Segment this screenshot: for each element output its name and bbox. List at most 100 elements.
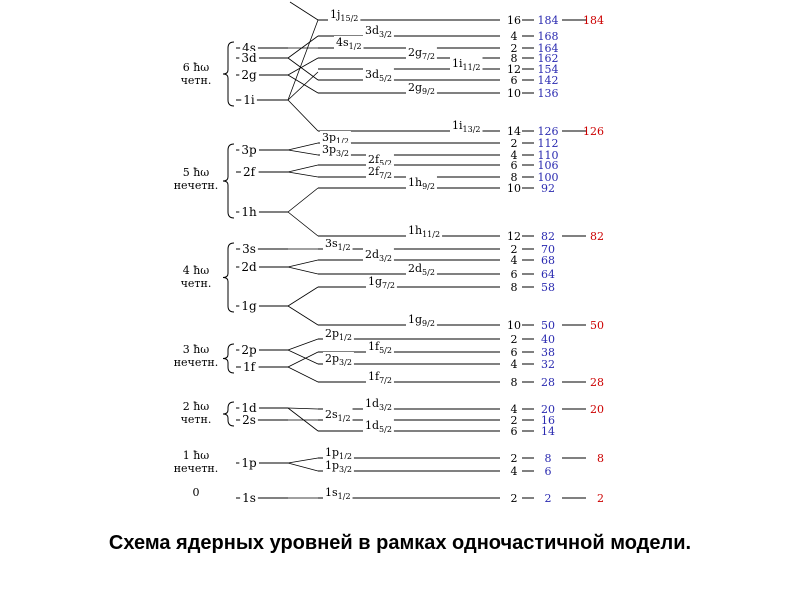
sublevel-label: 2s1/2 [325, 408, 351, 423]
label-backing [239, 205, 259, 219]
shell-group-label: 0 [193, 486, 200, 499]
cumulative-value: 32 [541, 358, 555, 371]
label-backing [323, 352, 354, 367]
degeneracy-value: 8 [511, 171, 518, 184]
degeneracy-value: 12 [507, 63, 521, 76]
sublevel-label: 1s1/2 [325, 486, 351, 501]
splitting-connector [287, 351, 319, 368]
label-backing [323, 327, 354, 342]
degeneracy-value: 6 [511, 268, 518, 281]
degeneracy-value: 10 [507, 319, 521, 332]
shell-parity-label: четн. [181, 277, 212, 290]
oscillator-level-label: 1f [243, 360, 257, 374]
sublevel-label: 1f7/2 [368, 370, 392, 385]
magic-number: 20 [590, 403, 604, 416]
label-backing [320, 143, 351, 158]
magic-number: 2 [597, 492, 604, 505]
cumulative-value: 64 [541, 268, 555, 281]
splitting-connector [287, 187, 319, 213]
degeneracy-value: 16 [507, 14, 521, 27]
label-backing [323, 446, 354, 461]
oscillator-level-label: 3p [241, 143, 257, 157]
magic-number: 126 [583, 125, 604, 138]
magic-number: 28 [590, 376, 604, 389]
oscillator-level-label: 1d [241, 401, 257, 415]
cumulative-value: 28 [541, 376, 555, 389]
degeneracy-value: 2 [511, 137, 518, 150]
label-backing [363, 419, 394, 434]
degeneracy-value: 4 [511, 149, 518, 162]
sublevel-label: 1i13/2 [452, 119, 481, 134]
label-backing [363, 24, 394, 39]
label-backing [323, 459, 354, 474]
splitting-connector [287, 149, 319, 156]
cumulative-value: 162 [538, 52, 559, 65]
sublevel-label: 3s1/2 [325, 237, 351, 252]
shell-group-label: 2 ħω [183, 400, 210, 413]
cumulative-value: 106 [538, 159, 559, 172]
label-backing [240, 360, 259, 374]
group-brace [222, 343, 235, 374]
sublevel-label: 1g7/2 [368, 275, 395, 290]
cumulative-value: 2 [545, 492, 552, 505]
label-backing [323, 237, 353, 252]
degeneracy-value: 6 [511, 74, 518, 87]
shell-parity-label: четн. [181, 74, 212, 87]
cumulative-value: 70 [541, 243, 555, 256]
degeneracy-value: 6 [511, 159, 518, 172]
label-backing [363, 68, 394, 83]
magic-number: 82 [590, 230, 604, 243]
label-backing [240, 242, 258, 256]
oscillator-level-label: 2f [243, 165, 257, 179]
cumulative-value: 126 [538, 125, 559, 138]
label-backing [450, 119, 483, 134]
group-brace [222, 242, 235, 313]
shell-group-label: 6 ħω [183, 61, 210, 74]
splitting-connector [287, 366, 319, 383]
magic-number: 50 [590, 319, 604, 332]
cumulative-value: 6 [545, 465, 552, 478]
degeneracy-value: 10 [507, 87, 521, 100]
oscillator-level-label: 1i [243, 93, 255, 107]
degeneracy-value: 8 [511, 376, 518, 389]
splitting-connector [287, 407, 319, 432]
shell-group-label: 1 ħω [183, 449, 210, 462]
sublevel-label: 1d5/2 [365, 419, 392, 434]
cumulative-value: 8 [545, 452, 552, 465]
label-backing [363, 248, 394, 263]
sublevel-label: 3p1/2 [322, 131, 349, 146]
cumulative-value: 38 [541, 346, 555, 359]
label-backing [328, 8, 361, 23]
splitting-connector [287, 211, 319, 237]
splitting-connector [287, 305, 319, 326]
sublevel-label: 2g9/2 [408, 81, 435, 96]
sublevel-label: 1j15/2 [330, 8, 358, 23]
splitting-connector [287, 19, 319, 101]
degeneracy-value: 2 [511, 414, 518, 427]
degeneracy-value: 2 [511, 243, 518, 256]
cumulative-value: 112 [538, 137, 559, 150]
cumulative-value: 100 [538, 171, 559, 184]
sublevel-label: 2p1/2 [325, 327, 352, 342]
degeneracy-value: 4 [511, 30, 518, 43]
splitting-connector [287, 266, 319, 275]
degeneracy-value: 4 [511, 403, 518, 416]
splitting-connector [287, 164, 319, 173]
oscillator-level-label: 1s [242, 491, 256, 505]
splitting-connector [287, 99, 319, 132]
cumulative-value: 16 [541, 414, 555, 427]
shell-parity-label: четн. [181, 413, 212, 426]
magic-number: 8 [597, 452, 604, 465]
sublevel-label: 1g9/2 [408, 313, 435, 328]
degeneracy-value: 4 [511, 465, 518, 478]
splitting-connector [287, 142, 319, 151]
label-backing [240, 413, 258, 427]
shell-parity-label: нечетн. [174, 179, 219, 192]
label-backing [239, 68, 259, 82]
sublevel-label: 2f7/2 [368, 165, 392, 180]
cumulative-value: 154 [538, 63, 559, 76]
label-backing [366, 370, 394, 385]
cumulative-value: 20 [541, 403, 555, 416]
splitting-connector [287, 71, 319, 101]
